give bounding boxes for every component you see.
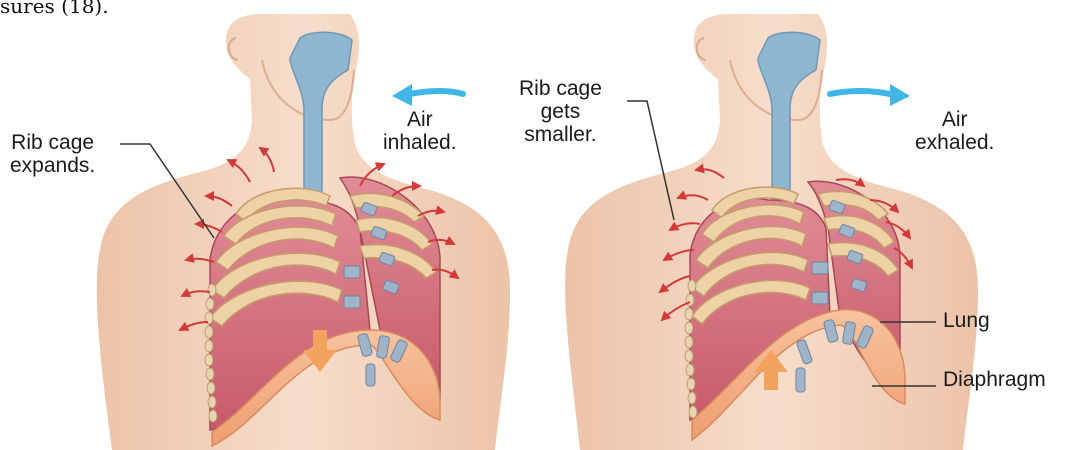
right-figure: [565, 14, 978, 450]
right-rib-cage-label: Rib cage gets smaller.: [519, 77, 602, 146]
left-figure: [97, 14, 510, 450]
air-exhaled-label: Air exhaled.: [915, 108, 994, 154]
air-inhaled-label-line-2: inhaled.: [383, 131, 457, 154]
air-inhaled-label-line-1: Air: [383, 108, 457, 131]
air-inhaled-label: Air inhaled.: [383, 108, 457, 154]
right-rib-cage-label-line-2: gets: [519, 100, 602, 123]
air-exhaled-label-line-1: Air: [915, 108, 994, 131]
air-exhaled-label-line-2: exhaled.: [915, 131, 994, 154]
left-rib-cage-label-line-1: Rib cage: [10, 131, 95, 154]
left-rib-cage-label-line-2: expands.: [10, 154, 95, 177]
right-rib-cage-label-line-1: Rib cage: [519, 77, 602, 100]
right-air-arrow: [830, 84, 910, 106]
right-rib-cage-label-line-3: smaller.: [519, 123, 602, 146]
left-rib-cage-label: Rib cage expands.: [10, 131, 95, 177]
diaphragm-label: Diaphragm: [943, 368, 1046, 391]
left-air-arrow: [392, 84, 463, 106]
lung-label: Lung: [943, 309, 990, 332]
